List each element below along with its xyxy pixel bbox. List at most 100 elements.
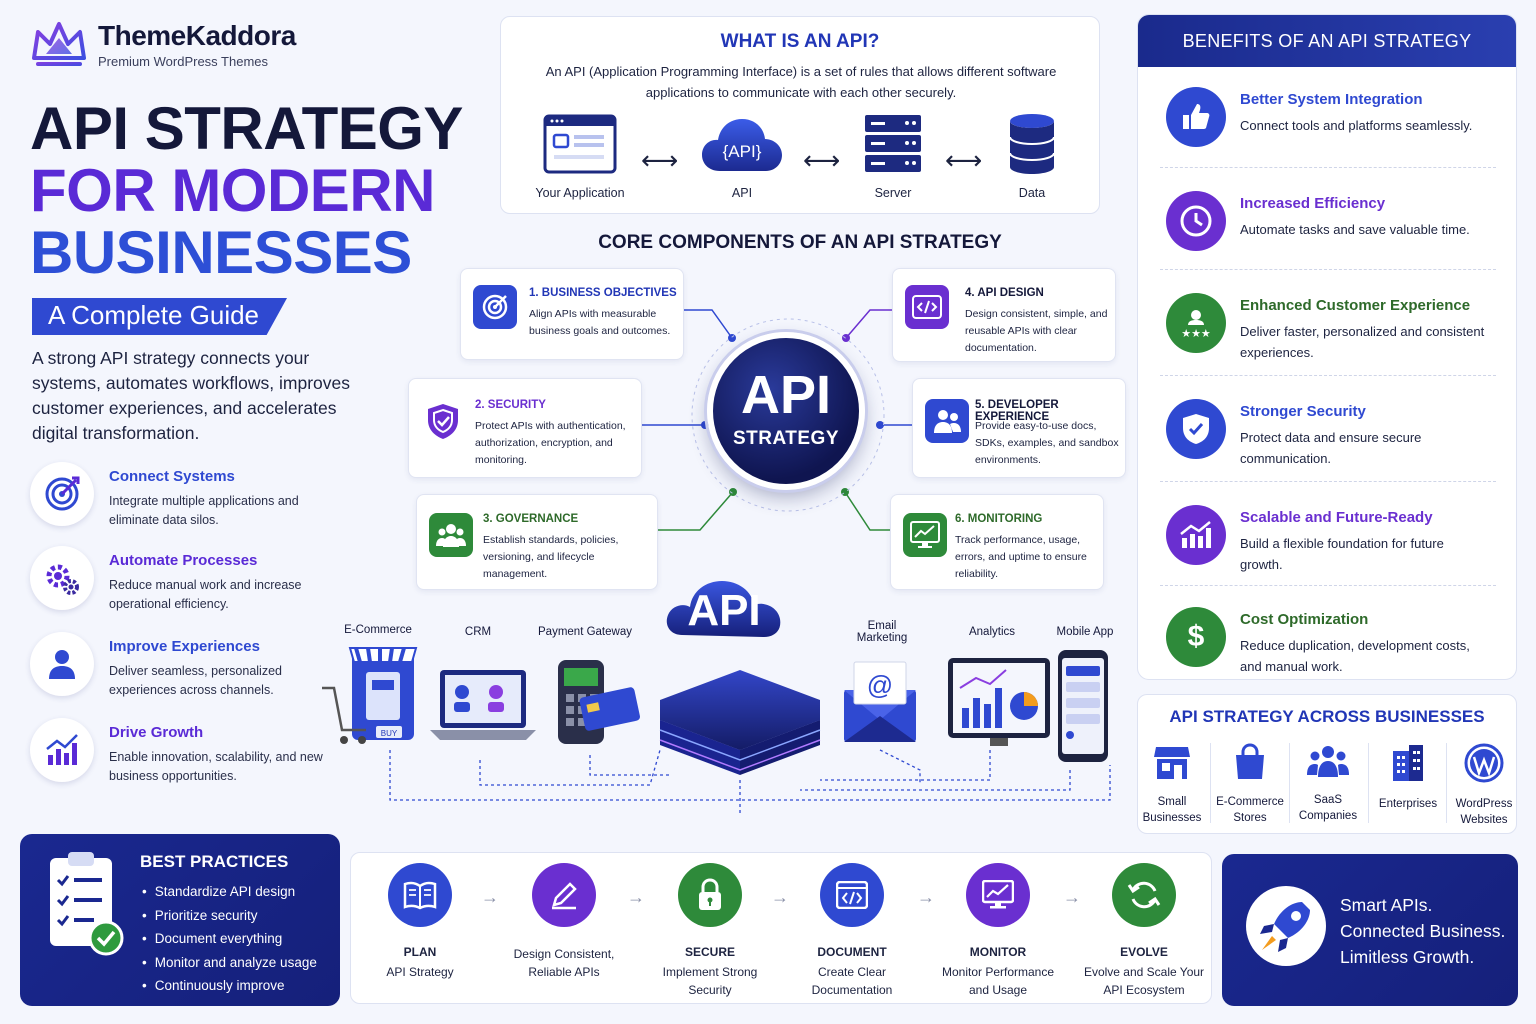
pencil-icon bbox=[532, 863, 596, 927]
wordpress-logo-icon bbox=[1464, 743, 1504, 783]
mobile-phone-icon bbox=[1058, 650, 1108, 762]
gears-icon bbox=[30, 546, 94, 610]
what-is-api-panel: WHAT IS AN API? An API (Application Prog… bbox=[500, 16, 1100, 214]
benefit-text: Deliver faster, personalized and consist… bbox=[1240, 324, 1485, 360]
analytics-monitor-icon bbox=[948, 658, 1050, 746]
brand-name: ThemeKaddora bbox=[98, 19, 296, 51]
flow-label: API bbox=[731, 186, 753, 200]
svg-text:@: @ bbox=[867, 670, 893, 700]
eco-label-mobile-app: Mobile App bbox=[1056, 626, 1114, 638]
across-item-small-businesses: Small Businesses bbox=[1134, 743, 1210, 826]
svg-text:★★★: ★★★ bbox=[1181, 327, 1211, 339]
separator bbox=[1160, 269, 1496, 270]
server-icon bbox=[865, 115, 921, 172]
component-text: Provide easy-to-use docs, SDKs, examples… bbox=[975, 420, 1119, 466]
process-step-document: DOCUMENT Create Clear Documentation bbox=[787, 863, 917, 999]
bidirectional-arrow-icon: ⟷ bbox=[803, 145, 841, 175]
best-practices-panel: BEST PRACTICES Standardize API design Pr… bbox=[20, 834, 340, 1006]
team-icon bbox=[1307, 746, 1349, 777]
step-text: Implement Strong Security bbox=[662, 965, 758, 997]
book-icon bbox=[388, 863, 452, 927]
buy-label: BUY bbox=[381, 729, 398, 738]
developer-icon bbox=[925, 399, 969, 443]
shopping-bag-icon bbox=[1236, 743, 1264, 779]
checklist-clipboard-icon bbox=[50, 852, 124, 956]
arrow-right-icon: → bbox=[481, 887, 499, 907]
growth-chart-icon bbox=[30, 718, 94, 782]
process-strip: PLAN API Strategy → Design Consistent, R… bbox=[350, 852, 1212, 1004]
step-text: API Strategy bbox=[386, 965, 454, 979]
benefit-item: $ Cost Optimization Reduce duplication, … bbox=[1160, 607, 1500, 679]
feature-title: Drive Growth bbox=[109, 724, 204, 741]
component-connectors bbox=[640, 309, 912, 531]
benefit-title: Enhanced Customer Experience bbox=[1240, 297, 1471, 314]
target-icon bbox=[473, 285, 517, 329]
tagline-line-2: Connected Business. bbox=[1340, 921, 1506, 941]
component-text: Design consistent, simple, and reusable … bbox=[965, 308, 1108, 354]
code-window-icon bbox=[820, 863, 884, 927]
benefit-title: Cost Optimization bbox=[1240, 611, 1369, 628]
list-item: Continuously improve bbox=[142, 974, 317, 998]
feature-improve-experiences: Improve Experiences Deliver seamless, pe… bbox=[30, 632, 330, 702]
component-title: 5. DEVELOPER EXPERIENCE bbox=[975, 399, 1059, 423]
step-text: Monitor Performance and Usage bbox=[941, 965, 1055, 997]
hero-line-1: API STRATEGY bbox=[30, 95, 463, 162]
separator bbox=[1160, 167, 1496, 168]
step-text: Design Consistent, Reliable APIs bbox=[513, 947, 615, 979]
customer-stars-icon: ★★★ bbox=[1166, 293, 1226, 353]
growth-chart-icon bbox=[1166, 505, 1226, 565]
target-icon bbox=[30, 462, 94, 526]
component-governance: 3. GOVERNANCE Establish standards, polic… bbox=[416, 494, 658, 590]
buildings-icon bbox=[1393, 745, 1423, 781]
hero-description: A strong API strategy connects your syst… bbox=[32, 348, 351, 443]
what-description: An API (Application Programming Interfac… bbox=[545, 64, 1057, 100]
brand: ThemeKaddora Premium WordPress Themes bbox=[30, 18, 296, 70]
flow-node-application: Your Application bbox=[525, 113, 635, 200]
eco-label-crm: CRM bbox=[464, 626, 492, 638]
ecosystem-illustration: BUY API @ bbox=[322, 581, 1111, 815]
component-developer-experience: 5. DEVELOPER EXPERIENCE Provide easy-to-… bbox=[912, 378, 1126, 478]
step-title: PLAN bbox=[403, 945, 437, 959]
benefits-title: BENEFITS OF AN API STRATEGY bbox=[1138, 15, 1516, 67]
refresh-icon bbox=[1112, 863, 1176, 927]
guide-badge: A Complete Guide bbox=[32, 298, 288, 335]
component-title: 4. API DESIGN bbox=[965, 287, 1044, 299]
lock-icon bbox=[678, 863, 742, 927]
separator bbox=[1160, 375, 1496, 376]
step-title: DOCUMENT bbox=[817, 945, 887, 959]
step-text: Create Clear Documentation bbox=[811, 965, 893, 997]
hero-title: API STRATEGY FOR MODERN BUSINESSES bbox=[30, 98, 463, 284]
brand-subtitle: Premium WordPress Themes bbox=[98, 53, 269, 69]
benefit-title: Stronger Security bbox=[1240, 403, 1366, 420]
user-icon bbox=[30, 632, 94, 696]
code-icon bbox=[905, 285, 949, 329]
team-icon bbox=[429, 513, 473, 557]
payment-terminal-icon bbox=[558, 660, 640, 744]
component-title: 1. BUSINESS OBJECTIVES bbox=[529, 287, 677, 299]
component-title: 6. MONITORING bbox=[955, 513, 1043, 525]
component-title: 3. GOVERNANCE bbox=[483, 513, 579, 525]
hero-line-2: FOR MODERN bbox=[30, 157, 435, 224]
feature-text: Reduce manual work and increase operatio… bbox=[109, 578, 302, 611]
tagline-line-1: Smart APIs. bbox=[1340, 895, 1433, 915]
list-item: Document everything bbox=[142, 927, 317, 951]
separator bbox=[1446, 743, 1447, 823]
database-icon bbox=[1009, 114, 1055, 174]
feature-automate-processes: Automate Processes Reduce manual work an… bbox=[30, 546, 330, 616]
feature-text: Integrate multiple applications and elim… bbox=[109, 494, 299, 527]
across-item-wordpress-websites: WordPress Websites bbox=[1446, 743, 1522, 828]
component-text: Align APIs with measurable business goal… bbox=[529, 308, 671, 337]
step-text: Evolve and Scale Your API Ecosystem bbox=[1083, 965, 1205, 997]
thumbs-up-icon bbox=[1166, 87, 1226, 147]
what-title: WHAT IS AN API? bbox=[720, 31, 880, 52]
across-label: E-Commerce Stores bbox=[1216, 796, 1284, 824]
benefit-text: Automate tasks and save valuable time. bbox=[1240, 222, 1470, 237]
feature-text: Deliver seamless, personalized experienc… bbox=[109, 664, 282, 697]
benefit-text: Reduce duplication, development costs, a… bbox=[1240, 638, 1470, 674]
tagline-panel: Smart APIs. Connected Business. Limitles… bbox=[1222, 854, 1518, 1006]
component-monitoring: 6. MONITORING Track performance, usage, … bbox=[890, 494, 1104, 590]
core-components-title: CORE COMPONENTS OF AN API STRATEGY bbox=[598, 232, 1002, 253]
tagline-text: Smart APIs. Connected Business. Limitles… bbox=[1340, 892, 1505, 970]
process-step-monitor: MONITOR Monitor Performance and Usage bbox=[933, 863, 1063, 999]
across-item-saas-companies: SaaS Companies bbox=[1290, 743, 1366, 824]
